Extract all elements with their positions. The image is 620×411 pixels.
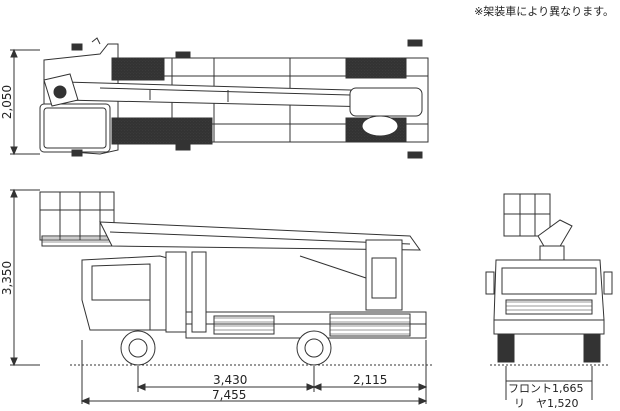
overall-length-label: 7,455 (212, 388, 247, 402)
height-dimension (10, 188, 40, 367)
rear-overhang-label: 2,115 (353, 373, 388, 387)
width-dimension (10, 48, 40, 156)
tread-dimensions (505, 366, 593, 400)
top-view (39, 37, 429, 159)
disclaimer-note: ※架装車により異なります。 (474, 5, 614, 18)
front-tread-label: フロント1,665 (508, 382, 584, 395)
height-label: 3,350 (0, 260, 15, 296)
side-view (39, 191, 432, 366)
top-width-label: 2,050 (0, 84, 15, 120)
length-dimensions (80, 340, 428, 405)
rear-tread-label: リ ヤ1,520 (514, 397, 579, 410)
wheelbase-label: 3,430 (213, 373, 248, 387)
front-view (485, 193, 613, 366)
